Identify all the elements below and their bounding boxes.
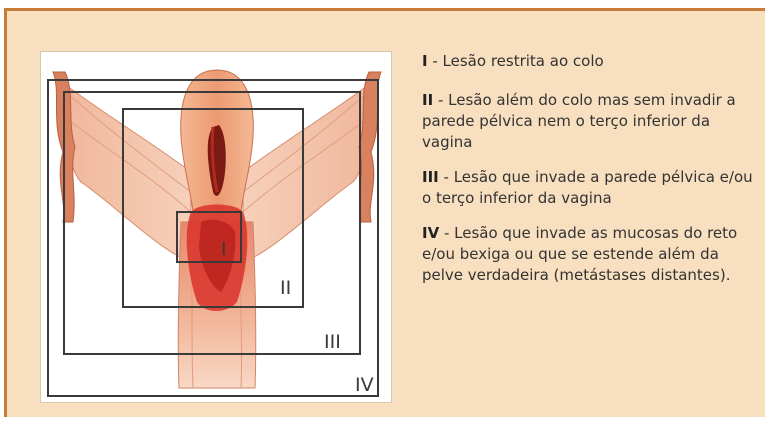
right-parametrium xyxy=(242,78,376,263)
legend-item-iv: IV - Lesão que invade as mucosas do reto… xyxy=(422,223,757,286)
legend-stage-number: I xyxy=(422,52,428,70)
figure-panel: I II III IV I - Lesão restrita ao colo I… xyxy=(4,8,765,417)
stage-label-i: I xyxy=(221,238,227,260)
legend-stage-number: IV xyxy=(422,224,440,242)
stage-box-ii xyxy=(122,108,304,308)
staging-illustration: I II III IV xyxy=(40,51,392,403)
stage-box-iii xyxy=(63,91,361,355)
legend-stage-text: - Lesão que invade as mucosas do reto e/… xyxy=(422,224,738,284)
stage-box-i xyxy=(176,211,242,263)
legend-stage-text: - Lesão restrita ao colo xyxy=(427,52,604,70)
legend-stage-number: II xyxy=(422,91,434,109)
stage-label-iii: III xyxy=(324,331,341,353)
legend-stage-text: - Lesão que invade a parede pélvica e/ou… xyxy=(422,168,753,207)
legend-item-ii: II - Lesão além do colo mas sem invadir … xyxy=(422,90,757,153)
cervix-illustration xyxy=(47,69,382,397)
legend-stage-text: - Lesão além do colo mas sem invadir a p… xyxy=(422,91,736,151)
staging-legend: I - Lesão restrita ao colo II - Lesão al… xyxy=(422,51,757,300)
left-parametrium xyxy=(58,78,192,263)
stage-label-ii: II xyxy=(280,277,292,299)
legend-item-i: I - Lesão restrita ao colo xyxy=(422,51,757,72)
stage-label-iv: IV xyxy=(355,374,374,396)
stage-box-iv xyxy=(47,79,379,397)
legend-stage-number: III xyxy=(422,168,439,186)
legend-item-iii: III - Lesão que invade a parede pélvica … xyxy=(422,167,757,209)
